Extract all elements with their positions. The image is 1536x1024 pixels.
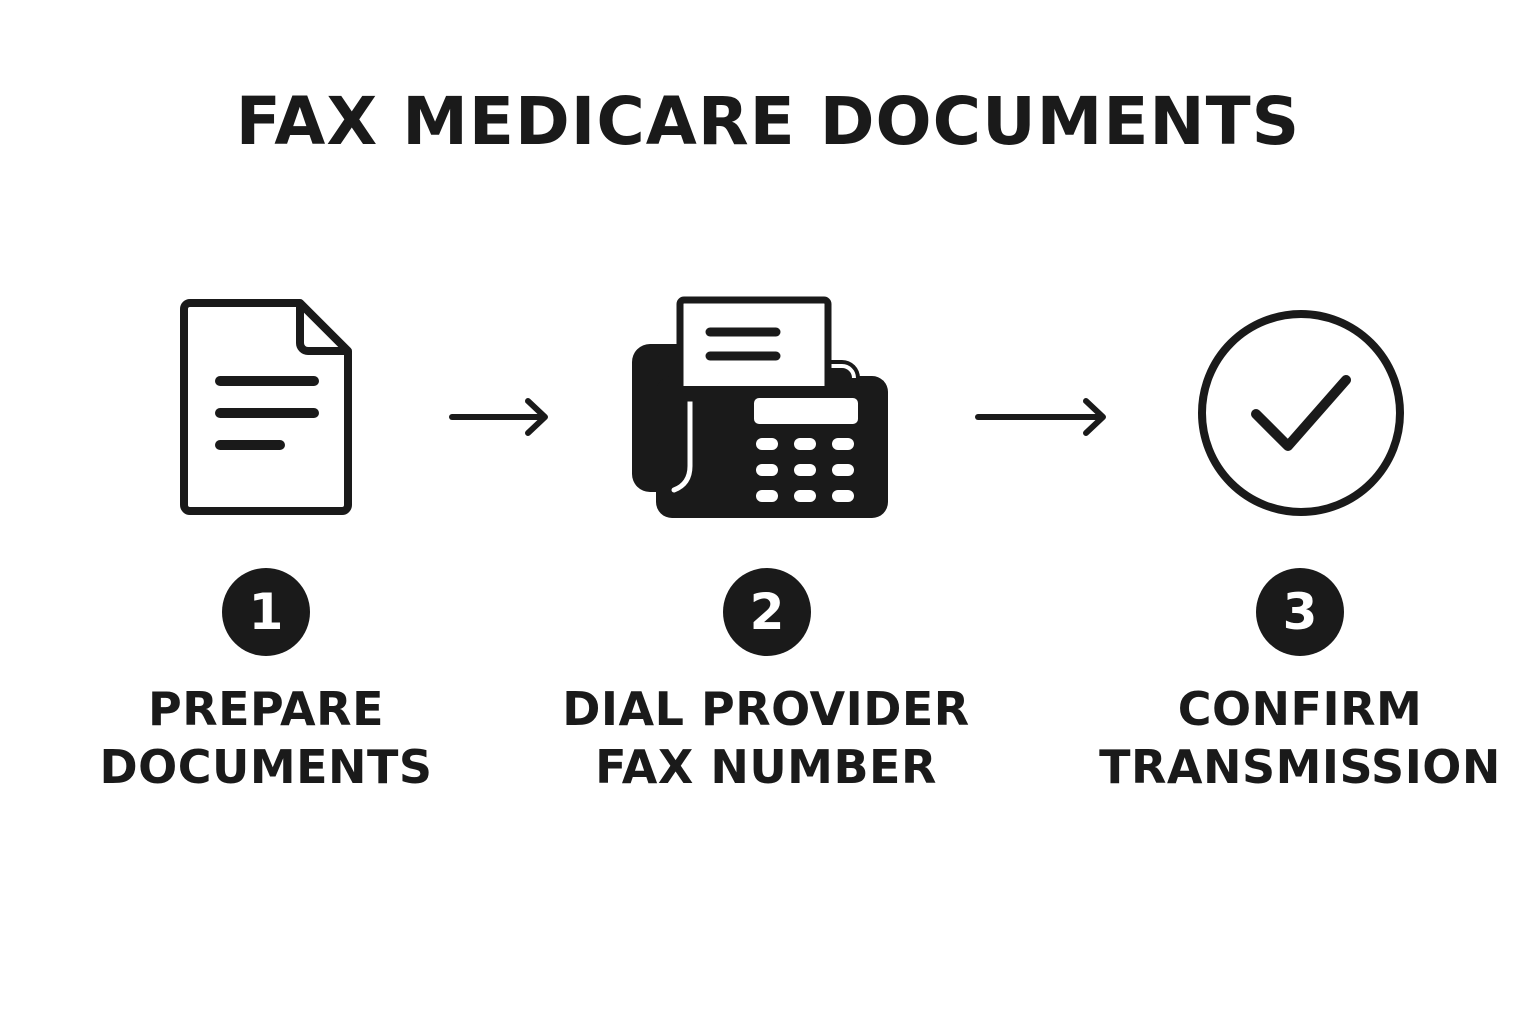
step-number-badge: 1 — [222, 568, 310, 656]
step-number-badge: 2 — [723, 568, 811, 656]
step-label: CONFIRM TRANSMISSION — [1080, 680, 1520, 796]
step-label: PREPARE DOCUMENTS — [46, 680, 486, 796]
step-label-line: CONFIRM — [1177, 682, 1423, 736]
step-label-line: DOCUMENTS — [99, 740, 433, 794]
page-title: FAX MEDICARE DOCUMENTS — [235, 83, 1301, 160]
step-label: DIAL PROVIDER FAX NUMBER — [546, 680, 986, 796]
check-circle-icon — [1198, 310, 1404, 516]
step-number-badge: 3 — [1256, 568, 1344, 656]
step-label-line: TRANSMISSION — [1099, 740, 1501, 794]
step-label-line: FAX NUMBER — [595, 740, 937, 794]
document-icon — [180, 299, 352, 515]
arrow-right-icon — [975, 398, 1106, 436]
arrow-right-icon — [449, 398, 548, 436]
fax-machine-icon — [632, 296, 888, 518]
step-label-line: DIAL PROVIDER — [562, 682, 970, 736]
step-label-line: PREPARE — [148, 682, 384, 736]
